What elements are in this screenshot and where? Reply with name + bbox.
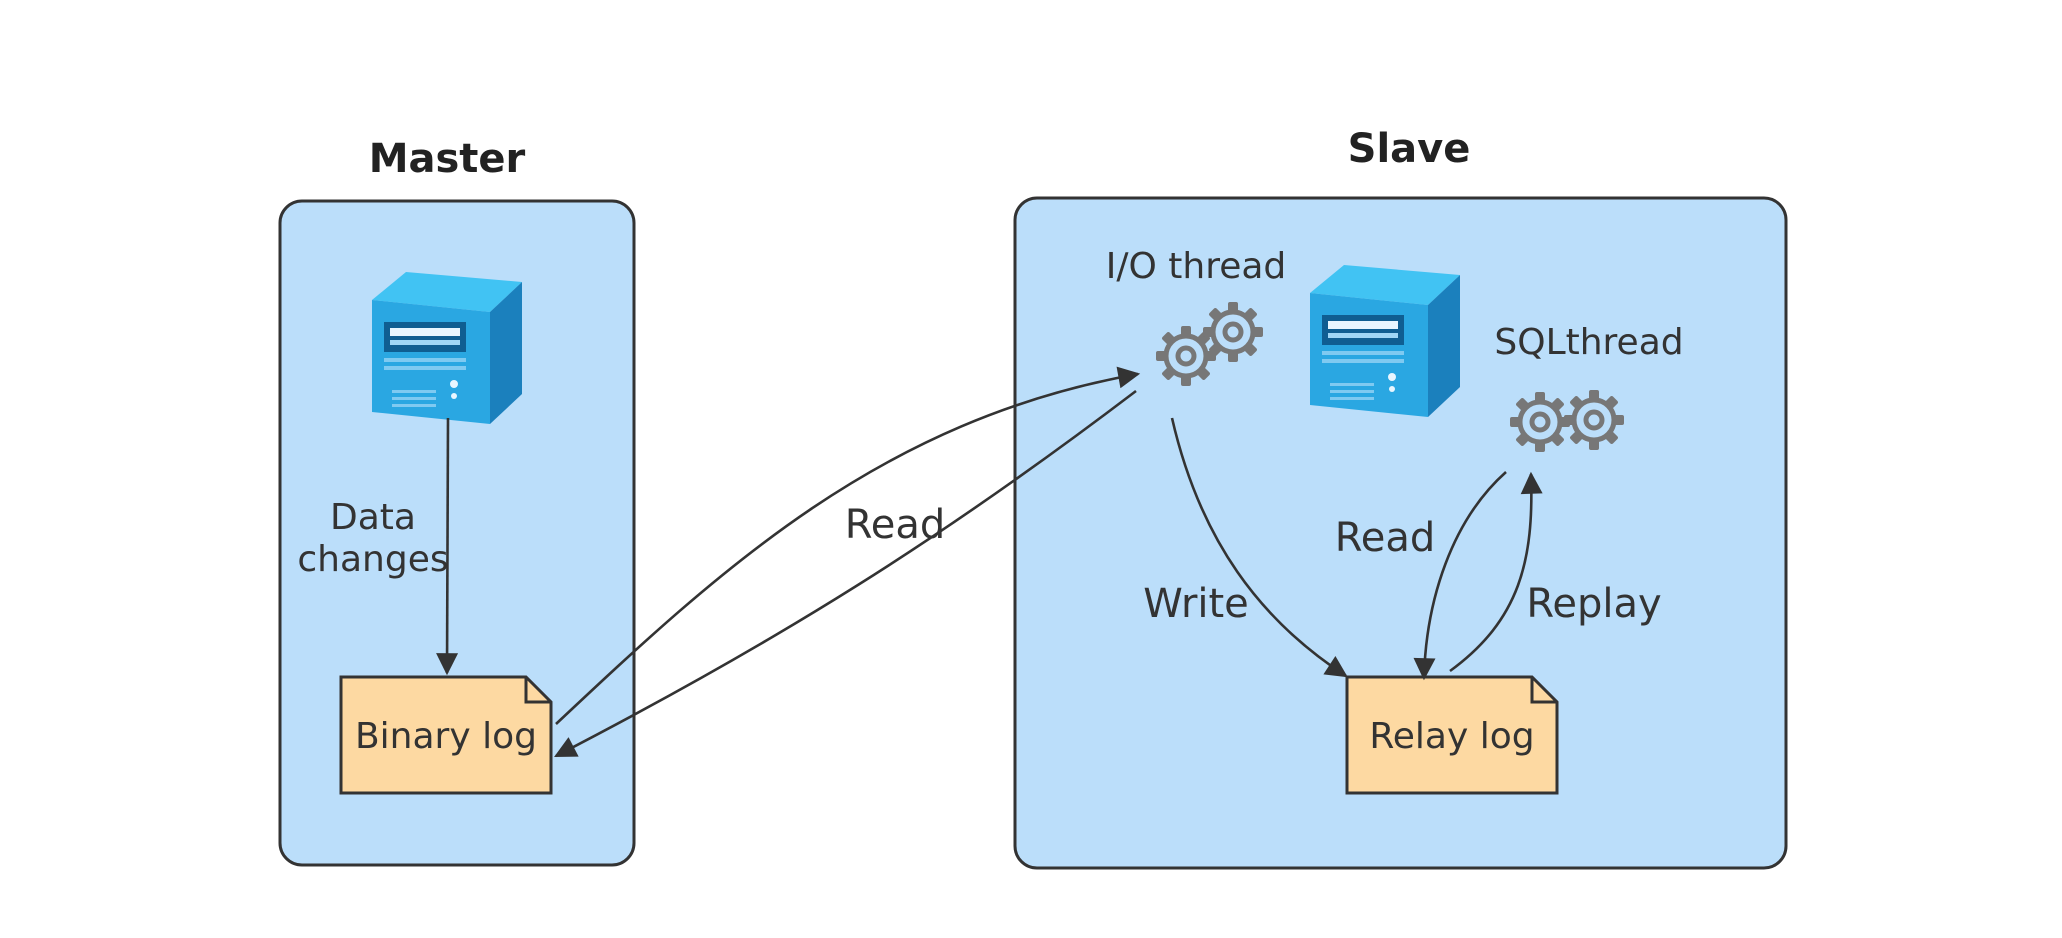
binlog-request-arrow [554, 389, 1137, 758]
binary-log-label: Binary log [355, 716, 537, 757]
data-changes-label: Data changes [297, 497, 448, 580]
replay-label: Replay [1526, 581, 1661, 627]
read-binlog-arrow [555, 366, 1141, 725]
binary-log-document: Binary log [339, 675, 553, 795]
svg-text:changes: changes [297, 539, 448, 580]
data-changes-arrow [436, 417, 459, 676]
read-relay-label: Read [1335, 515, 1436, 561]
slave-title: Slave [1348, 126, 1471, 172]
slave-server-icon [1310, 265, 1460, 417]
relay-log-label: Relay log [1369, 716, 1534, 757]
write-relay-arrow [1170, 417, 1348, 678]
svg-text:Data: Data [330, 497, 416, 538]
relay-log-document: Relay log [1345, 675, 1559, 795]
master-title: Master [369, 136, 526, 182]
slave-container [1013, 196, 1788, 870]
sql-thread-label: SQLthread [1494, 322, 1683, 363]
master-server-icon [372, 272, 522, 424]
replay-arrow [1449, 471, 1543, 673]
write-relay-label: Write [1143, 581, 1249, 627]
io-thread-label: I/O thread [1106, 246, 1287, 287]
read-relay-arrow [1413, 471, 1507, 681]
read-binlog-label: Read [845, 502, 946, 548]
